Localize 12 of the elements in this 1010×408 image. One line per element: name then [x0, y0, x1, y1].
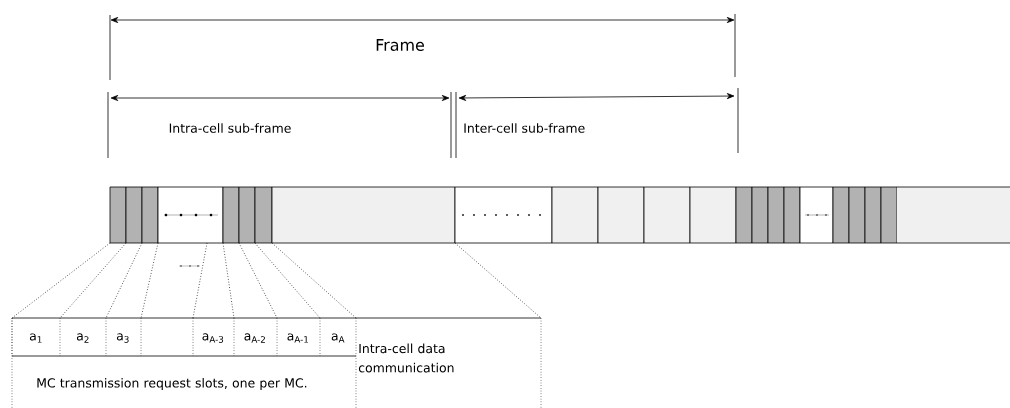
slot-label: a$_{A-2}$: [244, 333, 265, 343]
slot-label: a$_{1}$: [29, 333, 42, 343]
dimension-label: Intra-cell sub-frame: [169, 123, 291, 133]
dimension-label: Inter-cell sub-frame: [464, 123, 585, 133]
note-text: Intra-cell data communication: [358, 343, 454, 373]
slot-label: a$_{A}$: [331, 333, 345, 343]
slot-label: a$_{3}$: [116, 333, 129, 343]
dimension-label: Frame: [376, 39, 424, 51]
note-text: MC transmission request slots, one per MC.: [37, 377, 307, 391]
slot-label: a$_{2}$: [76, 333, 89, 343]
slot-label: a$_{A-1}$: [287, 333, 308, 343]
slot-label: a$_{A-3}$: [202, 333, 224, 343]
